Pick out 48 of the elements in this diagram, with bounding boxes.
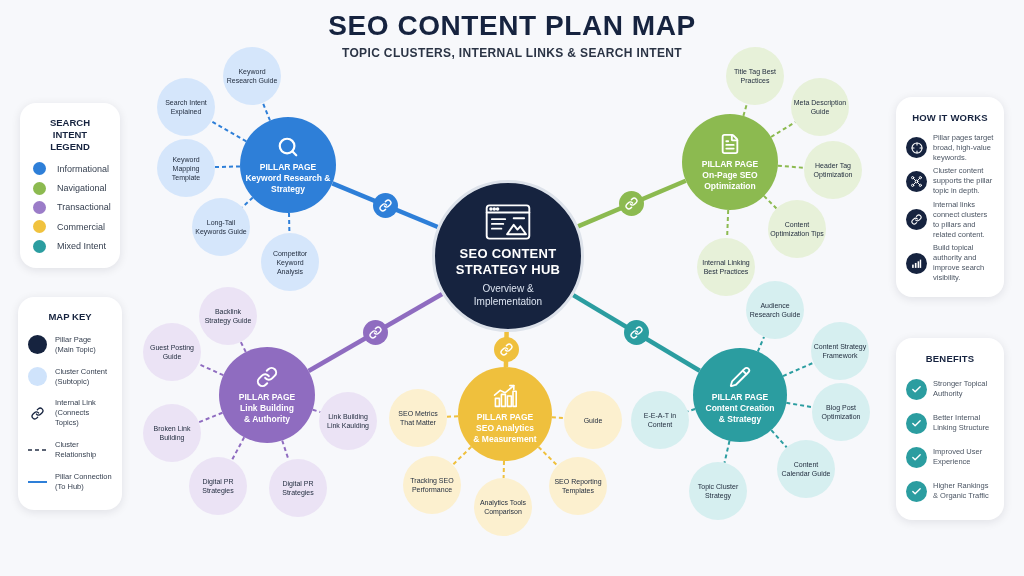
legend-title: SEARCH INTENT LEGEND <box>48 117 92 153</box>
dashed-connector-line <box>241 196 254 209</box>
dashed-connector-line <box>214 165 241 169</box>
dashed-connector-line <box>762 194 778 210</box>
pillar-title: Content Creation & Strategy <box>704 402 776 425</box>
dashed-connector-line <box>446 415 459 418</box>
dashed-connector-line <box>311 408 322 414</box>
legend-title: MAP KEY <box>47 311 93 323</box>
pillar-label: PILLAR PAGE <box>476 411 534 423</box>
pillar-label: PILLAR PAGE <box>701 158 759 170</box>
title: SEO CONTENT PLAN MAP <box>328 9 696 43</box>
dashed-connector-line <box>261 101 271 122</box>
legend-text: Informational <box>57 163 110 174</box>
hub-subtitle: Overview & Implementation <box>472 282 544 308</box>
pillar-title: On-Page SEO Optimization <box>701 169 759 192</box>
dashed-connector-line <box>288 212 291 234</box>
dashed-connector-line <box>756 335 765 353</box>
dashed-connector-line <box>785 401 814 409</box>
dashed-connector-line <box>537 446 559 467</box>
dashed-connector-line <box>239 341 247 353</box>
pillar-title: Link Building & Authority <box>239 402 295 425</box>
thick-connector-line <box>572 293 701 373</box>
legend-text: Transactional <box>57 202 111 213</box>
pillar-label: PILLAR PAGE <box>711 391 769 403</box>
dashed-connector-line <box>782 361 815 378</box>
info-card <box>896 97 1004 297</box>
legend-text: Mixed Intent <box>57 241 107 252</box>
dashed-connector-line <box>770 429 788 449</box>
dashed-connector-line <box>197 363 225 377</box>
info-card <box>896 338 1004 520</box>
card-title: BENEFITS <box>924 352 976 366</box>
dashed-connector-line <box>210 120 248 143</box>
thick-connector-line <box>307 292 444 373</box>
pillar-title: SEO Analytics & Measurement <box>472 422 538 445</box>
dashed-connector-line <box>230 436 246 462</box>
hub-title: SEO CONTENT STRATEGY HUB <box>454 246 562 278</box>
dashed-connector-line <box>723 439 731 464</box>
pillar-label: PILLAR PAGE <box>238 391 296 403</box>
dashed-connector-line <box>451 445 473 466</box>
pillar-label: PILLAR PAGE <box>259 161 317 173</box>
legend-text: Commercial <box>57 221 105 232</box>
pillar-title: Keyword Research & Strategy <box>245 172 331 195</box>
dashed-connector-line <box>686 408 697 413</box>
legend-text: Navigational <box>57 183 107 194</box>
subtitle: TOPIC CLUSTERS, INTERNAL LINKS & SEARCH INTENT <box>341 45 683 61</box>
card-title: HOW IT WORKS <box>911 111 989 125</box>
dashed-connector-line <box>502 460 505 479</box>
dashed-connector-line <box>197 411 224 424</box>
